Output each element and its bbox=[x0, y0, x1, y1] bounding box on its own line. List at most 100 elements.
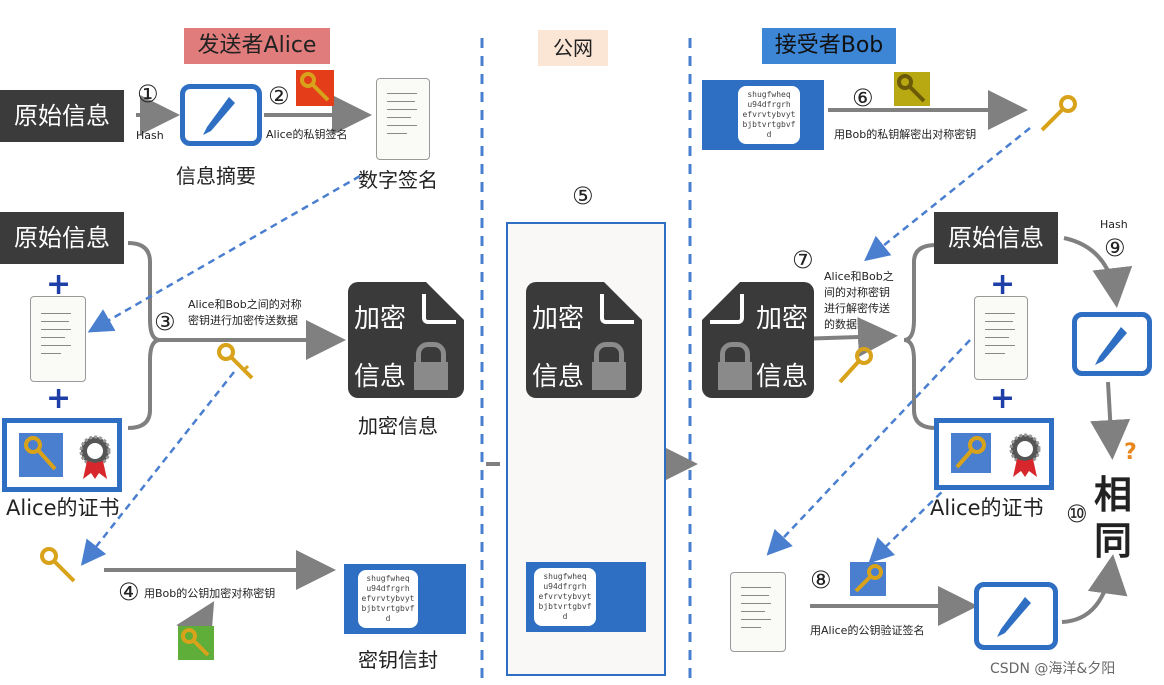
alice-public-key-icon bbox=[850, 562, 886, 596]
plus-3: + bbox=[990, 267, 1016, 302]
same-char-2: 同 bbox=[1094, 519, 1133, 563]
original-info-box-2: 原始信息 bbox=[0, 212, 124, 264]
step-6: ⑥ bbox=[852, 84, 874, 112]
step8-text: 用Alice的公钥验证签名 bbox=[810, 624, 925, 637]
step7-text-line4: 的数据 bbox=[824, 318, 857, 331]
dashed-key-to-decrypt bbox=[864, 127, 1031, 262]
rcv-enc-word-1: 加密 bbox=[756, 304, 809, 334]
enc-word-2: 信息 bbox=[354, 362, 407, 392]
receiver-encrypted-info-icon: 加密 信息 bbox=[702, 282, 814, 398]
plus-4: + bbox=[990, 381, 1016, 416]
key-envelope-label: 密钥信封 bbox=[358, 648, 438, 672]
env-line-2: u94dfrgrh bbox=[366, 584, 410, 593]
rcv-env-line-2: u94dfrgrh bbox=[747, 100, 791, 109]
receiver-alice-certificate bbox=[934, 418, 1054, 490]
sender-header: 发送者Alice bbox=[184, 28, 330, 64]
public-enc-word-1: 加密 bbox=[532, 304, 585, 334]
digital-signature-scroll bbox=[376, 78, 430, 160]
pub-env-line-2: u94dfrgrh bbox=[543, 582, 587, 591]
pub-env-line-5: d bbox=[562, 612, 568, 621]
certificate-label: Alice的证书 bbox=[6, 496, 120, 520]
digest-icon bbox=[180, 84, 262, 146]
receiver-digest-icon-bottom bbox=[974, 582, 1058, 650]
step-5: ⑤ bbox=[572, 182, 594, 210]
dashed-key-to-key bbox=[80, 371, 235, 566]
step3-text-line1: Alice和Bob之间的对称 bbox=[188, 298, 302, 311]
hash-label: Hash bbox=[136, 129, 164, 142]
symmetric-key-icon-2 bbox=[40, 547, 76, 583]
step7-text-line1: Alice和Bob之 bbox=[824, 270, 894, 283]
rcv-env-line-4: bjbtvrtgbvf bbox=[742, 120, 796, 129]
watermark: CSDN @海洋&夕阳 bbox=[990, 661, 1116, 677]
arrow-hash-curve bbox=[1063, 236, 1133, 308]
rcv-env-line-5: d bbox=[766, 130, 772, 139]
step-2: ② bbox=[268, 82, 290, 110]
step-7: ⑦ bbox=[792, 246, 814, 274]
plus-2: + bbox=[46, 381, 72, 416]
receiver-signature-scroll-2 bbox=[730, 572, 786, 652]
award-ribbon-icon bbox=[79, 435, 111, 479]
receiver-original-info-box: 原始信息 bbox=[934, 212, 1058, 264]
brace-left bbox=[127, 241, 161, 430]
receiver-signature-scroll bbox=[974, 296, 1028, 380]
enc-word-1: 加密 bbox=[354, 304, 407, 334]
alice-certificate bbox=[2, 418, 122, 492]
plus-1: + bbox=[46, 267, 72, 302]
step6-text: 用Bob的私钥解密出对称密钥 bbox=[834, 128, 977, 141]
signature-scroll-copy bbox=[30, 296, 86, 382]
pub-env-line-1: shugfwheq bbox=[543, 572, 587, 581]
symmetric-key-icon-rcv bbox=[838, 347, 873, 384]
step-8: ⑧ bbox=[810, 566, 832, 594]
rcv-enc-word-2: 信息 bbox=[756, 362, 809, 392]
pub-env-line-4: bjbtvrtgbvf bbox=[538, 602, 592, 611]
received-envelope-doc: shugfwheq u94dfrgrh efvrvtybvyt bjbtvrtg… bbox=[702, 80, 824, 150]
private-sign-label: Alice的私钥签名 bbox=[266, 128, 348, 141]
cert-key-icon bbox=[19, 433, 63, 477]
public-encrypted-info-icon: 加密 信息 bbox=[526, 282, 642, 398]
public-header: 公网 bbox=[538, 30, 608, 66]
dashed-scroll-down bbox=[766, 339, 971, 556]
original-info-box: 原始信息 bbox=[0, 90, 124, 142]
public-enc-word-2: 信息 bbox=[532, 362, 585, 392]
rcv-award-ribbon-icon bbox=[1009, 433, 1041, 477]
public-key-envelope-doc: shugfwheq u94dfrgrh efvrvtybvyt bjbtvrtg… bbox=[526, 562, 646, 632]
step7-text-line3: 进行解密传送 bbox=[824, 302, 890, 315]
env-line-3: efvrvtybvyt bbox=[361, 594, 415, 603]
receiver-certificate-label: Alice的证书 bbox=[930, 496, 1044, 520]
digital-signature-label: 数字签名 bbox=[358, 168, 438, 192]
receiver-digest-icon-top bbox=[1072, 312, 1152, 376]
decrypted-key-icon bbox=[1040, 95, 1077, 132]
digest-label: 信息摘要 bbox=[176, 164, 256, 188]
env-line-4: bjbtvrtgbvf bbox=[361, 604, 415, 613]
step4-text: 用Bob的公钥加密对称密钥 bbox=[144, 587, 276, 600]
same-char-1: 相 bbox=[1094, 473, 1133, 517]
rcv-env-line-1: shugfwheq bbox=[747, 90, 791, 99]
brace-right bbox=[903, 243, 937, 430]
bob-public-key-icon bbox=[178, 626, 214, 660]
hash-label-right: Hash bbox=[1100, 218, 1128, 231]
bob-private-key-icon bbox=[894, 72, 930, 106]
key-envelope-doc: shugfwheq u94dfrgrh efvrvtybvyt bjbtvrtg… bbox=[344, 564, 466, 634]
step-1: ① bbox=[137, 80, 159, 108]
step7-text-line2: 间的对称密钥 bbox=[824, 286, 890, 299]
rcv-env-line-3: efvrvtybvyt bbox=[742, 110, 796, 119]
encrypted-info-icon: 加密 信息 bbox=[348, 282, 464, 398]
receiver-header: 接受者Bob bbox=[762, 28, 896, 64]
pub-env-line-3: efvrvtybvyt bbox=[538, 592, 592, 601]
step-9: ⑨ bbox=[1104, 234, 1126, 262]
symmetric-key-icon bbox=[217, 343, 254, 380]
private-key-icon bbox=[296, 70, 334, 106]
encrypted-info-label: 加密信息 bbox=[358, 414, 438, 438]
step-10: ⑩ bbox=[1066, 500, 1088, 528]
dashed-cert-down bbox=[868, 483, 951, 564]
arrow-verify-to-same bbox=[1061, 554, 1128, 624]
step-3: ③ bbox=[154, 308, 176, 336]
dashed-sig-to-scroll bbox=[87, 174, 361, 333]
rcv-cert-key-icon bbox=[951, 433, 991, 473]
arrow-pubkey-up bbox=[176, 601, 215, 646]
env-line-1: shugfwheq bbox=[366, 574, 410, 583]
step-4: ④ bbox=[118, 578, 140, 606]
env-line-5: d bbox=[385, 614, 391, 623]
question-mark: ? bbox=[1124, 440, 1137, 465]
